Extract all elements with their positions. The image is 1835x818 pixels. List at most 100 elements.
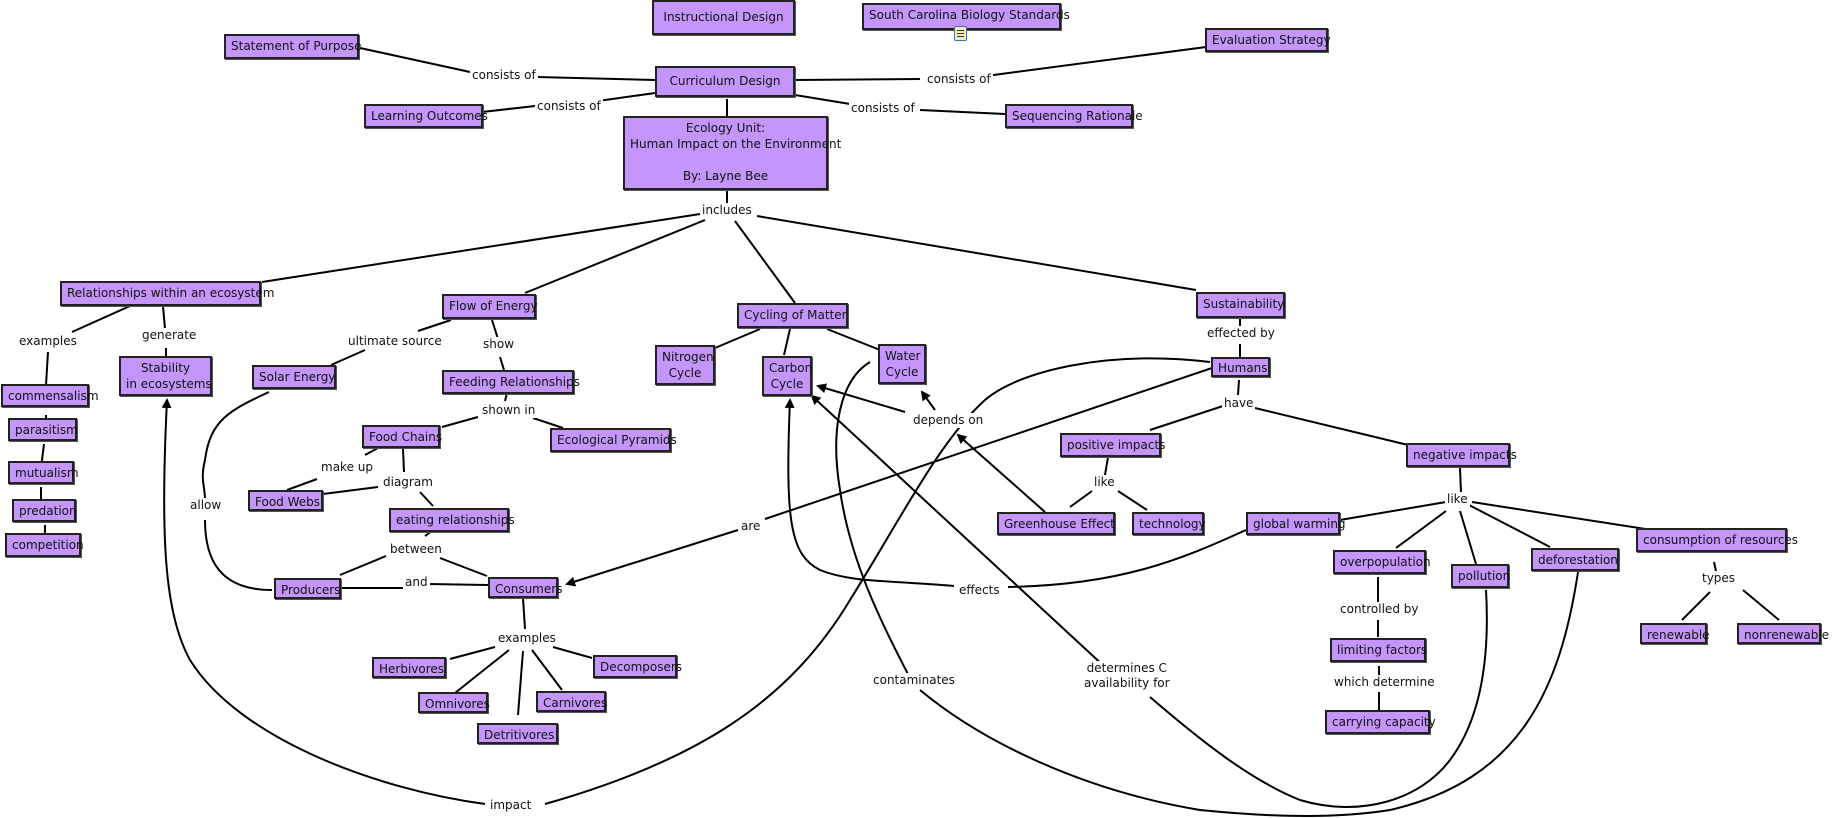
link-like[interactable]: like (1445, 492, 1470, 507)
node-humans[interactable]: Humans (1211, 357, 1270, 377)
node-evaluation-strategy[interactable]: Evaluation Strategy (1205, 28, 1331, 52)
link-which-determine[interactable]: which determine (1332, 675, 1437, 690)
node-sc-biology-standards[interactable]: South Carolina Biology Standards (862, 3, 1070, 30)
node-solar-energy[interactable]: Solar Energy (252, 365, 336, 389)
edge (322, 448, 405, 495)
node-producers[interactable]: Producers (274, 578, 341, 599)
link-generate[interactable]: generate (140, 328, 199, 343)
node-predation[interactable]: predation (12, 499, 77, 522)
edge (1069, 456, 1148, 511)
node-food-webs[interactable]: Food Webs (248, 490, 323, 511)
link-have[interactable]: have (1222, 396, 1256, 411)
node-stability-in-ecosystems[interactable]: Stability in ecosystems (119, 356, 212, 396)
node-overpopulation[interactable]: overpopulation (1333, 550, 1431, 574)
node-water-cycle[interactable]: Water Cycle (878, 344, 926, 384)
node-carrying-capacity[interactable]: carrying capacity (1325, 710, 1436, 734)
link-like[interactable]: like (1092, 475, 1117, 490)
node-greenhouse-effect[interactable]: Greenhouse Effect (997, 512, 1115, 535)
link-diagram[interactable]: diagram (381, 475, 435, 490)
link-effects[interactable]: effects (957, 583, 1002, 598)
edge (201, 391, 273, 591)
node-relationships-within-ecosystem[interactable]: Relationships within an ecosystem (60, 281, 274, 306)
link-consists-of[interactable]: consists of (925, 72, 993, 87)
edge (419, 491, 434, 507)
link-make-up[interactable]: make up (319, 460, 375, 475)
node-commensalism[interactable]: commensalism (1, 384, 99, 407)
edge (481, 92, 656, 113)
link-shown-in[interactable]: shown in (480, 403, 538, 418)
edge (734, 220, 796, 304)
node-omnivores[interactable]: Omnivores (418, 692, 490, 713)
node-decomposers[interactable]: Decomposers (593, 655, 682, 678)
node-ecology-unit[interactable]: Ecology Unit: Human Impact on the Enviro… (623, 116, 841, 190)
edge (714, 328, 881, 356)
node-consumers[interactable]: Consumers (488, 577, 562, 598)
edge (340, 583, 489, 589)
node-competition[interactable]: competition (5, 533, 84, 557)
node-technology[interactable]: technology (1132, 512, 1206, 535)
edge (1149, 379, 1409, 446)
link-depends-on[interactable]: depends on (911, 413, 986, 428)
node-flow-of-energy[interactable]: Flow of Energy (442, 294, 538, 319)
link-allow[interactable]: allow (188, 498, 224, 513)
node-instructional-design[interactable]: Instructional Design (652, 0, 795, 35)
link-consists-of[interactable]: consists of (849, 101, 917, 116)
link-show[interactable]: show (481, 337, 517, 352)
link-includes[interactable]: includes (700, 203, 754, 218)
node-detritivores[interactable]: Detritivores (477, 723, 558, 744)
node-sequencing-rationale[interactable]: Sequencing Rationale (1005, 104, 1143, 128)
edge (1149, 589, 1488, 808)
link-between[interactable]: between (388, 542, 444, 557)
link-impact[interactable]: impact (488, 798, 534, 813)
node-negative-impacts[interactable]: negative impacts (1406, 443, 1517, 467)
node-carnivores[interactable]: Carnivores (536, 691, 607, 712)
node-parasitism[interactable]: parasitism (8, 418, 78, 441)
node-curriculum-design[interactable]: Curriculum Design (655, 66, 795, 97)
node-deforestation[interactable]: deforestation (1531, 548, 1619, 571)
edge (522, 597, 526, 630)
node-sustainability[interactable]: Sustainability (1196, 292, 1285, 318)
link-consists-of[interactable]: consists of (470, 68, 538, 83)
edge (920, 390, 936, 411)
edge (491, 319, 505, 371)
link-determines-c-availability[interactable]: determines C availability for (1082, 661, 1172, 691)
link-effected-by[interactable]: effected by (1205, 326, 1277, 341)
node-nonrenewable[interactable]: nonrenewable (1737, 623, 1829, 644)
link-controlled-by[interactable]: controlled by (1338, 602, 1421, 617)
link-consists-of[interactable]: consists of (535, 99, 603, 114)
edge (162, 305, 167, 356)
node-ecological-pyramids[interactable]: Ecological Pyramids (550, 428, 677, 452)
node-global-warming[interactable]: global warming (1246, 512, 1346, 535)
link-and[interactable]: and (403, 575, 430, 590)
node-eating-relationships[interactable]: eating relationships (389, 508, 515, 532)
node-pollution[interactable]: pollution (1451, 564, 1510, 588)
node-herbivores[interactable]: Herbivores (372, 657, 446, 678)
node-mutualism[interactable]: mutualism (8, 461, 79, 484)
node-renewable[interactable]: renewable (1640, 623, 1710, 644)
edge (544, 357, 1211, 805)
node-positive-impacts[interactable]: positive impacts (1060, 433, 1165, 457)
node-carbon-cycle[interactable]: Carbon Cycle (762, 356, 812, 396)
link-types[interactable]: types (1700, 571, 1738, 586)
node-food-chains[interactable]: Food Chains (362, 425, 442, 448)
node-statement-of-purpose[interactable]: Statement of Purpose (224, 34, 362, 59)
edge (919, 571, 1579, 817)
link-contaminates[interactable]: contaminates (871, 673, 957, 688)
edge (330, 319, 452, 366)
document-resource-icon[interactable] (954, 26, 967, 41)
node-nitrogen-cycle[interactable]: Nitrogen Cycle (655, 345, 715, 385)
link-are[interactable]: are (739, 519, 763, 534)
edge (810, 394, 1107, 669)
node-cycling-of-matter[interactable]: Cycling of Matter (737, 303, 848, 328)
edge (956, 433, 1046, 513)
node-learning-outcomes[interactable]: Learning Outcomes (364, 104, 488, 128)
edge (45, 305, 131, 386)
node-limiting-factors[interactable]: limiting factors (1330, 638, 1427, 662)
link-examples[interactable]: examples (496, 631, 558, 646)
link-ultimate-source[interactable]: ultimate source (346, 334, 444, 349)
node-consumption-of-resources[interactable]: consumption of resources (1636, 528, 1798, 552)
link-examples[interactable]: examples (17, 334, 79, 349)
node-feeding-relationships[interactable]: Feeding Relationships (442, 370, 580, 394)
edge (794, 94, 1006, 115)
